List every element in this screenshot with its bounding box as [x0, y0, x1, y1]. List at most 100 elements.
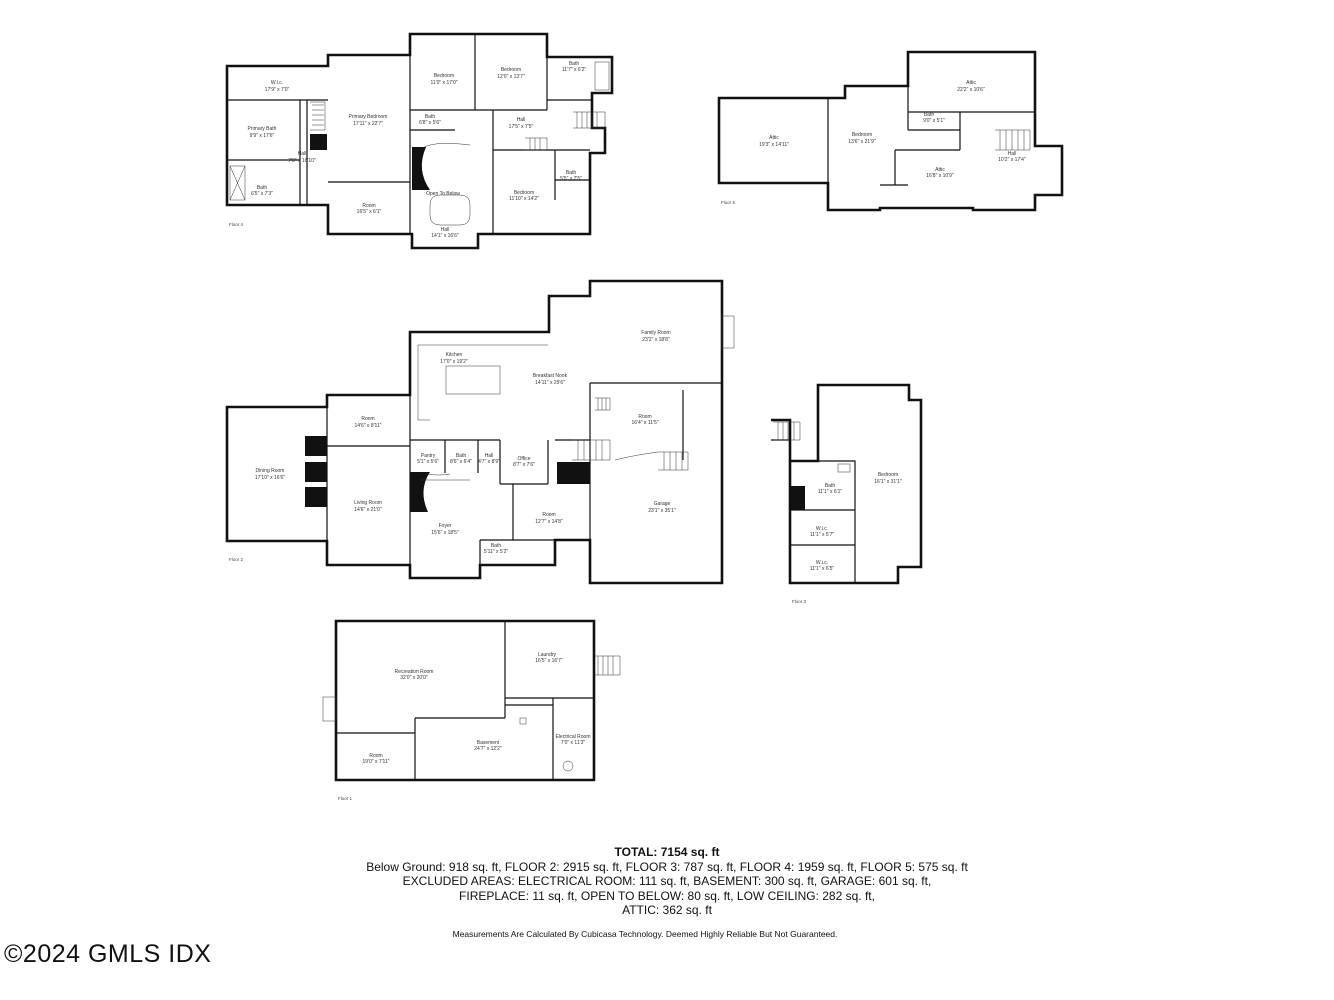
room-dims: 7'8" x 16'10": [288, 158, 316, 164]
room-dims: 11'0" x 17'0": [430, 80, 457, 86]
room-label: Room: [369, 753, 382, 759]
room-label: Room: [362, 203, 375, 209]
room-dims: 11'7" x 6'2": [562, 67, 586, 73]
room-label: Electrical Room: [555, 734, 590, 740]
room-dims: 5'1" x 5'6": [417, 459, 439, 465]
room-label: Attic: [966, 80, 976, 86]
room-label: Bath: [425, 114, 436, 120]
room-dims: 8'6" x 6'4": [450, 459, 472, 465]
room-dims: 12'0" x 13'7": [497, 74, 525, 80]
floor-3-tag: Floor 3: [792, 599, 807, 604]
room-dims: 22'2" x 10'6": [957, 87, 985, 93]
floor-5-plan: Floor 5 Attic 22'2" x 10'6" Attic 19'3" …: [717, 50, 1064, 212]
room-label: Attic: [769, 135, 779, 141]
room-label: Bath: [257, 185, 268, 191]
room-label: Laundry: [538, 652, 557, 658]
room-label: Bedroom: [852, 132, 872, 138]
room-label: Recreation Room: [395, 669, 434, 675]
room-dims: 8'7" x 7'6": [513, 462, 535, 468]
room-label: Hall: [517, 117, 526, 123]
room-dims: 24'7" x 12'2": [474, 746, 502, 752]
area-breakdown-line: Below Ground: 918 sq. ft, FLOOR 2: 2915 …: [366, 859, 968, 874]
room-dims: 17'11" x 22'7": [353, 121, 383, 127]
room-label: Garage: [654, 501, 671, 507]
room-label: Living Room: [354, 500, 382, 506]
room-label: Bedroom: [514, 190, 534, 196]
area-breakdown-line: ATTIC: 362 sq. ft: [622, 903, 712, 917]
room-label: Basement: [477, 740, 500, 746]
floor-1-tag: Floor 1: [338, 796, 353, 801]
room-dims: 4'7" x 8'9": [478, 459, 500, 465]
room-dims: 32'0" x 20'0": [400, 675, 428, 681]
room-label: Bath: [569, 61, 580, 67]
room-label: Bedroom: [501, 67, 521, 73]
room-label: Bath: [825, 483, 836, 489]
room-dims: 16'8" x 10'9": [926, 173, 954, 179]
room-dims: 6'5" x 7'3": [251, 191, 273, 197]
room-label: Dining Room: [256, 468, 285, 474]
room-dims: 11'1" x 5'7": [810, 532, 834, 538]
room-label: Attic: [935, 167, 945, 173]
room-dims: 14'6" x 21'0": [354, 507, 382, 513]
floor-4-plan: Floor 4 W.i.c. 17'9" x 7'0" Primary Bedr…: [225, 32, 614, 250]
room-label: Hall: [441, 227, 450, 233]
room-label: W.i.c.: [271, 80, 283, 86]
room-label: Pantry: [421, 453, 436, 459]
room-dims: 9'0" x 5'1": [923, 118, 945, 124]
room-dims: 16'5" x 16'7": [535, 658, 563, 664]
total-area: TOTAL: 7154 sq. ft: [614, 845, 720, 859]
floor-5-tag: Floor 5: [721, 200, 736, 205]
room-dims: 11'10" x 14'2": [509, 196, 539, 202]
room-label: Bath: [456, 453, 467, 459]
floor-1-plan: Floor 1 Recreation Room 32'0" x 20'0" La…: [322, 619, 621, 801]
room-dims: 11'1" x 6'1": [818, 489, 842, 495]
floor-2-plan: Floor 2 Family Room 23'2" x 18'8" Kitche…: [225, 279, 735, 585]
room-dims: 14'6" x 8'11": [354, 423, 381, 429]
room-label: Bath: [566, 170, 577, 176]
room-label: Room: [638, 414, 651, 420]
room-label: Foyer: [439, 523, 452, 529]
room-label: Primary Bedroom: [349, 114, 388, 120]
room-label: Bath: [491, 543, 502, 549]
room-dims: 6'8" x 5'6": [419, 120, 441, 126]
room-dims: 5'5" x 7'5": [560, 176, 582, 182]
room-label: Hall: [485, 453, 494, 459]
room-dims: 17'10" x 16'6": [255, 475, 285, 481]
room-label: Office: [518, 456, 531, 462]
floor-4-tag: Floor 4: [229, 222, 244, 227]
disclaimer: Measurements Are Calculated By Cubicasa …: [452, 929, 838, 939]
room-dims: 11'1" x 6'5": [810, 566, 834, 572]
room-label: W.i.c.: [816, 526, 828, 532]
room-dims: 17'0" x 19'2": [440, 359, 468, 365]
room-dims: 7'0" x 11'3": [561, 740, 585, 746]
room-label: Hall: [298, 151, 307, 157]
room-label: W.i.c.: [816, 560, 828, 566]
room-dims: 9'9" x 17'6": [250, 133, 275, 139]
room-label: Room: [361, 416, 374, 422]
copyright-watermark: ©2024 GMLS IDX: [4, 940, 212, 968]
room-dims: 13'6" x 21'9": [848, 139, 876, 145]
room-label: Room: [542, 512, 555, 518]
area-breakdown-line: EXCLUDED AREAS: ELECTRICAL ROOM: 111 sq.…: [402, 874, 932, 888]
room-label: Open To Below: [426, 191, 460, 197]
floor-3-plan: Floor 3 Bedroom 16'1" x 31'1" Bath 11'1"…: [771, 383, 923, 604]
room-dims: 12'7" x 14'8": [535, 519, 563, 525]
floor-2-tag: Floor 2: [229, 557, 244, 562]
area-summary: TOTAL: 7154 sq. ft Below Ground: 918 sq.…: [0, 845, 1334, 918]
room-dims: 17'5" x 7'5": [509, 124, 534, 130]
room-dims: 14'11" x 29'6": [535, 380, 565, 386]
room-label: Bath: [924, 112, 935, 118]
room-dims: 5'11" x 5'2": [484, 549, 508, 555]
room-label: Bedroom: [878, 472, 898, 478]
room-dims: 23'1" x 35'1": [648, 508, 676, 514]
area-breakdown-line: FIREPLACE: 11 sq. ft, OPEN TO BELOW: 80 …: [459, 888, 875, 903]
room-dims: 19'3" x 14'11": [759, 142, 789, 148]
room-label: Family Room: [641, 330, 670, 336]
room-dims: 17'9" x 7'0": [265, 87, 290, 93]
room-dims: 15'6" x 18'5": [431, 530, 459, 536]
room-dims: 23'2" x 18'8": [642, 337, 670, 343]
room-label: Kitchen: [446, 352, 463, 358]
room-label: Hall: [1008, 151, 1017, 157]
room-dims: 19'0" x 7'11": [362, 759, 389, 765]
